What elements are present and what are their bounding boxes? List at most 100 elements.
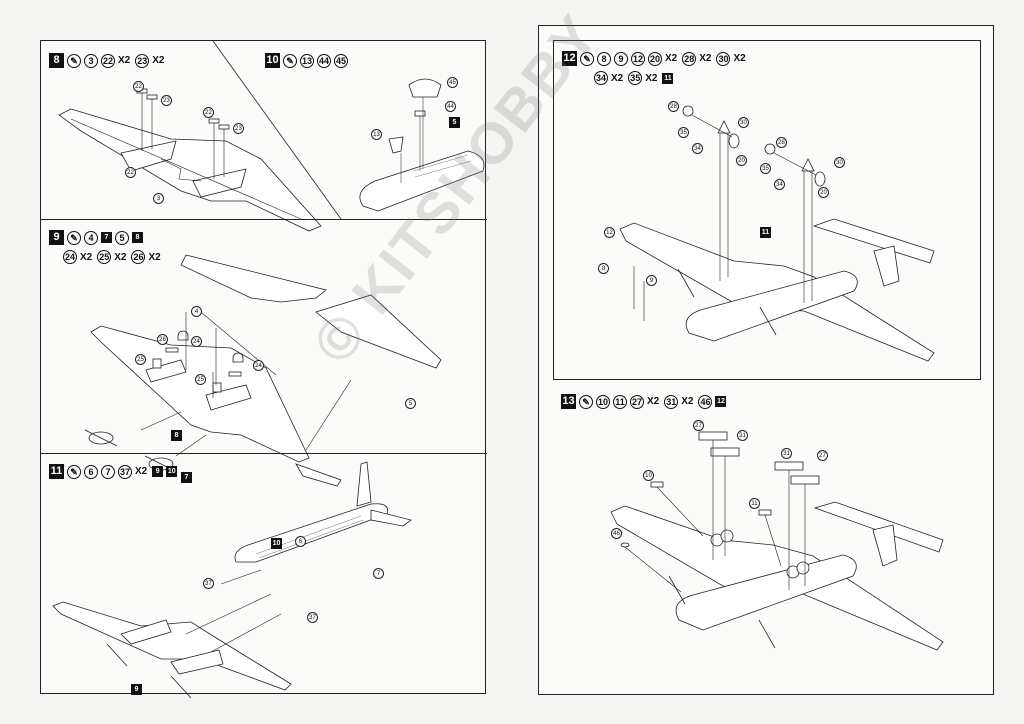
quantity-label: X2 xyxy=(611,72,624,84)
reference-step-box: 8 xyxy=(132,232,143,243)
part-label: 44 xyxy=(445,101,456,112)
part-label: 23 xyxy=(233,123,244,134)
right-instruction-page: 12 ✎ 8 9 12 20 X2 28 X2 30 X2 34 X2 35 X… xyxy=(538,25,994,695)
part-label: 27 xyxy=(693,420,704,431)
step-13-gear-doors-drawing xyxy=(610,431,944,651)
reference-step-box: 10 xyxy=(166,466,178,477)
quantity-label: X2 xyxy=(733,53,746,64)
part-label: 26 xyxy=(157,334,168,345)
quantity-label: X2 xyxy=(681,396,694,407)
part-label: 35 xyxy=(678,127,689,138)
quantity-label: X2 xyxy=(80,251,93,263)
left-instruction-page: 8 ✎ 3 22 X2 23 X2 xyxy=(40,40,487,699)
glue-icon: ✎ xyxy=(67,464,81,479)
part-label: 8 xyxy=(598,263,609,274)
glue-icon: ✎ xyxy=(67,53,81,68)
quantity-label: X2 xyxy=(152,55,165,66)
part-label: 27 xyxy=(817,450,828,461)
reference-step-box: 10 xyxy=(271,538,282,549)
step-number: 12 xyxy=(562,51,577,66)
part-callout: 6 xyxy=(84,464,98,479)
part-callout: 27 xyxy=(630,394,644,409)
part-callout: 46 xyxy=(698,394,713,409)
reference-step-box: 11 xyxy=(760,227,771,238)
reference-step-box: 12 xyxy=(715,396,727,407)
quantity-label: X2 xyxy=(699,53,712,64)
part-label: 3 xyxy=(153,193,164,204)
part-callout: 13 xyxy=(300,53,314,68)
part-callout: 37 xyxy=(118,464,132,479)
step-9-header: 9 ✎ 4 7 5 8 xyxy=(49,230,143,245)
part-label: 31 xyxy=(737,430,748,441)
reference-step-box: 11 xyxy=(662,72,674,84)
step-8-header: 8 ✎ 3 22 X2 23 X2 xyxy=(49,53,166,68)
step-11-fuselage-drawing xyxy=(52,461,412,699)
part-label: 9 xyxy=(646,275,657,286)
step-12-header-row2: 34 X2 35 X2 11 xyxy=(594,71,674,85)
part-label: 30 xyxy=(834,157,845,168)
part-callout: 30 xyxy=(716,51,731,66)
part-label: 4 xyxy=(191,306,202,317)
quantity-label: X2 xyxy=(647,396,660,407)
part-label: 35 xyxy=(760,163,771,174)
part-callout: 25 xyxy=(97,250,112,264)
part-callout: 7 xyxy=(101,464,115,479)
part-callout: 11 xyxy=(613,394,627,409)
step-10-header: 10 ✎ 13 44 45 xyxy=(265,53,348,68)
step-8-panel: 8 ✎ 3 22 X2 23 X2 xyxy=(41,40,342,232)
reference-step-box: 5 xyxy=(449,117,460,128)
quantity-label: X2 xyxy=(135,466,148,477)
part-label: 28 xyxy=(668,101,679,112)
part-label: 22 xyxy=(203,107,214,118)
part-label: 31 xyxy=(781,448,792,459)
part-label: 6 xyxy=(295,536,306,547)
part-callout: 45 xyxy=(334,53,348,68)
part-label: 10 xyxy=(643,470,654,481)
part-label: 20 xyxy=(736,155,747,166)
part-callout: 44 xyxy=(317,53,331,68)
step-11-header: 11 ✎ 6 7 37 X2 9 10 xyxy=(49,464,178,479)
step-number: 10 xyxy=(265,53,280,68)
part-label: 22 xyxy=(133,81,144,92)
part-label: 30 xyxy=(738,117,749,128)
step-number: 11 xyxy=(49,464,64,479)
step-number: 9 xyxy=(49,230,64,245)
step-number: 8 xyxy=(49,53,64,68)
part-callout: 24 xyxy=(63,250,77,264)
part-label: 5 xyxy=(405,398,416,409)
step-12-panel: 12 ✎ 8 9 12 20 X2 28 X2 30 X2 34 X2 35 X… xyxy=(553,40,981,380)
glue-icon: ✎ xyxy=(579,394,593,409)
part-label: 25 xyxy=(135,354,146,365)
glue-icon: ✎ xyxy=(67,230,81,245)
step-8-wing-drawing xyxy=(58,40,342,232)
part-label: 13 xyxy=(371,129,382,140)
part-label: 23 xyxy=(161,95,172,106)
part-callout: 28 xyxy=(682,51,697,66)
part-label: 46 xyxy=(611,528,622,539)
quantity-label: X2 xyxy=(114,251,127,263)
part-label: 24 xyxy=(253,360,264,371)
part-callout: 8 xyxy=(597,51,611,66)
reference-step-box: 9 xyxy=(152,466,164,477)
part-label: 45 xyxy=(447,77,458,88)
part-label: 20 xyxy=(818,187,829,198)
part-label: 12 xyxy=(604,227,615,238)
part-label: 24 xyxy=(191,336,202,347)
part-label: 25 xyxy=(195,374,206,385)
part-callout: 10 xyxy=(596,394,610,409)
glue-icon: ✎ xyxy=(580,51,594,66)
part-callout: 31 xyxy=(664,394,679,409)
step-10-nose-drawing xyxy=(359,78,485,212)
part-label: 37 xyxy=(203,578,214,589)
part-label: 7 xyxy=(373,568,384,579)
reference-step-box: 9 xyxy=(131,684,142,695)
step-12-header: 12 ✎ 8 9 12 20 X2 28 X2 30 X2 xyxy=(562,51,748,66)
step-12-landing-gear-drawing xyxy=(619,105,935,362)
part-callout: 4 xyxy=(84,230,98,245)
part-callout: 20 xyxy=(648,51,662,66)
step-13-header: 13 ✎ 10 11 27 X2 31 X2 46 12 xyxy=(561,394,727,409)
part-callout: 12 xyxy=(631,51,645,66)
part-callout: 22 xyxy=(101,53,115,68)
step-10-panel: 10 ✎ 13 44 45 45 44 13 5 xyxy=(263,41,487,219)
step-11-panel: 11 ✎ 6 7 37 X2 9 10 xyxy=(41,453,487,699)
